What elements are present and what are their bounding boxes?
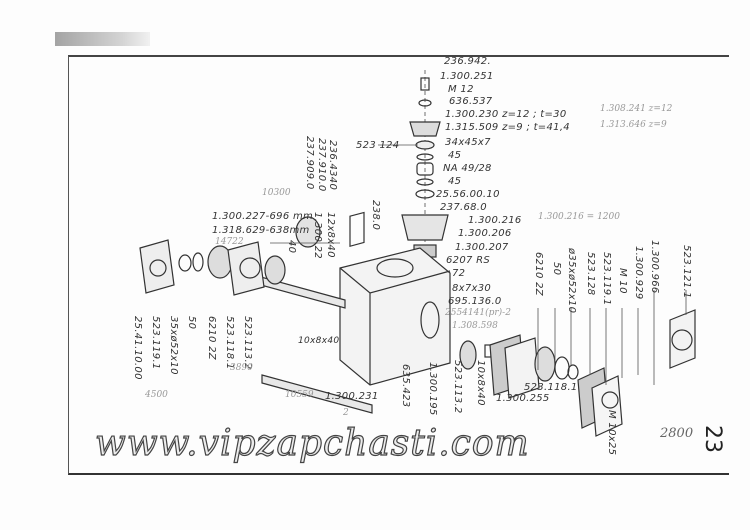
- part-label: 50: [551, 262, 562, 276]
- handwritten-note: 2800: [660, 426, 694, 441]
- part-label: 25.56.00.10: [436, 189, 500, 200]
- handwritten-note: 2554141(pr)-2: [445, 308, 511, 318]
- handwritten-note: 1.308.598: [452, 321, 498, 331]
- bolt-part: [420, 77, 430, 91]
- handwritten-note: 1.300.216 = 1200: [538, 212, 620, 222]
- watermark: www.vipzapchasti.com: [94, 423, 530, 464]
- end-cover: [669, 309, 696, 369]
- page-number: 23: [700, 425, 725, 453]
- washer-part: [418, 99, 432, 107]
- part-label: 523.113.2: [452, 360, 463, 414]
- part-label: M 10: [617, 268, 628, 294]
- part-label: 1.318.629-638mm: [212, 225, 310, 236]
- part-label: 236.942.: [444, 56, 491, 67]
- part-label: 6210 2Z: [533, 252, 544, 296]
- part-label: 695.136.0: [448, 296, 502, 307]
- part-label: 72: [452, 268, 466, 279]
- part-label: 237.909.0: [304, 136, 315, 190]
- part-label: 1.300.227-696 mm: [212, 211, 314, 222]
- part-label: 523 124: [356, 140, 400, 151]
- part-label: 237.68.0: [440, 202, 487, 213]
- part-label: ø35xø52x10: [566, 248, 577, 314]
- handwritten-note: 1.308.241 z=12: [600, 104, 673, 114]
- part-label: 35xø52x10: [168, 316, 179, 375]
- part-label: 523.128: [585, 252, 596, 296]
- part-label: 523.118.1: [224, 316, 235, 370]
- handwritten-note: 14722: [215, 237, 244, 247]
- handwritten-note: 10559: [285, 390, 314, 400]
- handwritten-note: 4500: [145, 390, 168, 400]
- handwritten-note: 2: [343, 408, 349, 418]
- part-label: 1.300.966: [649, 240, 660, 294]
- left-flange: [139, 239, 175, 294]
- part-label: 237.910.0: [316, 138, 327, 192]
- part-label: 1.300.255: [496, 393, 550, 404]
- part-label: M 12: [448, 84, 474, 95]
- part-label: 1.300.231: [325, 391, 379, 402]
- handwritten-note: 10300: [262, 188, 291, 198]
- part-label: M 10x25: [606, 410, 617, 456]
- handwritten-note: 1.313.646 z=9: [600, 120, 667, 130]
- part-label: 6207 RS: [446, 255, 491, 266]
- gearbox-housing: [339, 211, 451, 386]
- scan-artifact: [55, 32, 150, 46]
- part-label: 34x45x7: [445, 137, 491, 148]
- part-label: 1.315.509 z=9 ; t=41,4: [445, 122, 570, 133]
- part-label: 6210 2Z: [206, 316, 217, 360]
- part-label: 1.300.207: [455, 242, 509, 253]
- part-label: 1.300.929: [633, 246, 644, 300]
- part-label: 236.4340: [327, 140, 338, 191]
- part-label: 238.0: [370, 200, 381, 231]
- part-label: 10x8x40: [475, 360, 486, 406]
- part-label: 523.113.2: [242, 316, 253, 370]
- part-label: 25.41.10.00: [132, 316, 143, 380]
- part-label: 8x7x30: [452, 283, 492, 294]
- shaft-lower: [261, 374, 373, 414]
- part-label: 1.300.22: [312, 212, 323, 259]
- drawing-frame: [68, 55, 729, 475]
- part-label: 50: [186, 316, 197, 330]
- part-label: 45: [448, 176, 462, 187]
- part-label: NA 49/28: [443, 163, 492, 174]
- part-label: 636.537: [449, 96, 493, 107]
- handwritten-note: 3890: [230, 363, 253, 373]
- part-label: 45: [448, 150, 462, 161]
- part-label: 635.423: [400, 364, 411, 408]
- sprocket-part: [409, 121, 441, 137]
- part-label: 523.121.1: [681, 245, 692, 299]
- part-label: 1.300.251: [440, 71, 494, 82]
- part-label: 1.300.230 z=12 ; t=30: [445, 109, 567, 120]
- part-label: 1.300.206: [458, 228, 512, 239]
- part-label: 523.119.1: [150, 316, 161, 370]
- part-label: 40: [286, 240, 297, 254]
- part-label: 12x8x40: [325, 212, 336, 258]
- part-label: 523.118.1: [524, 382, 578, 393]
- part-label: 523.119.1: [601, 252, 612, 306]
- part-label: 10x8x40: [298, 336, 340, 346]
- part-label: 1.300.195: [427, 362, 438, 416]
- part-label: 1.300.216: [468, 215, 522, 226]
